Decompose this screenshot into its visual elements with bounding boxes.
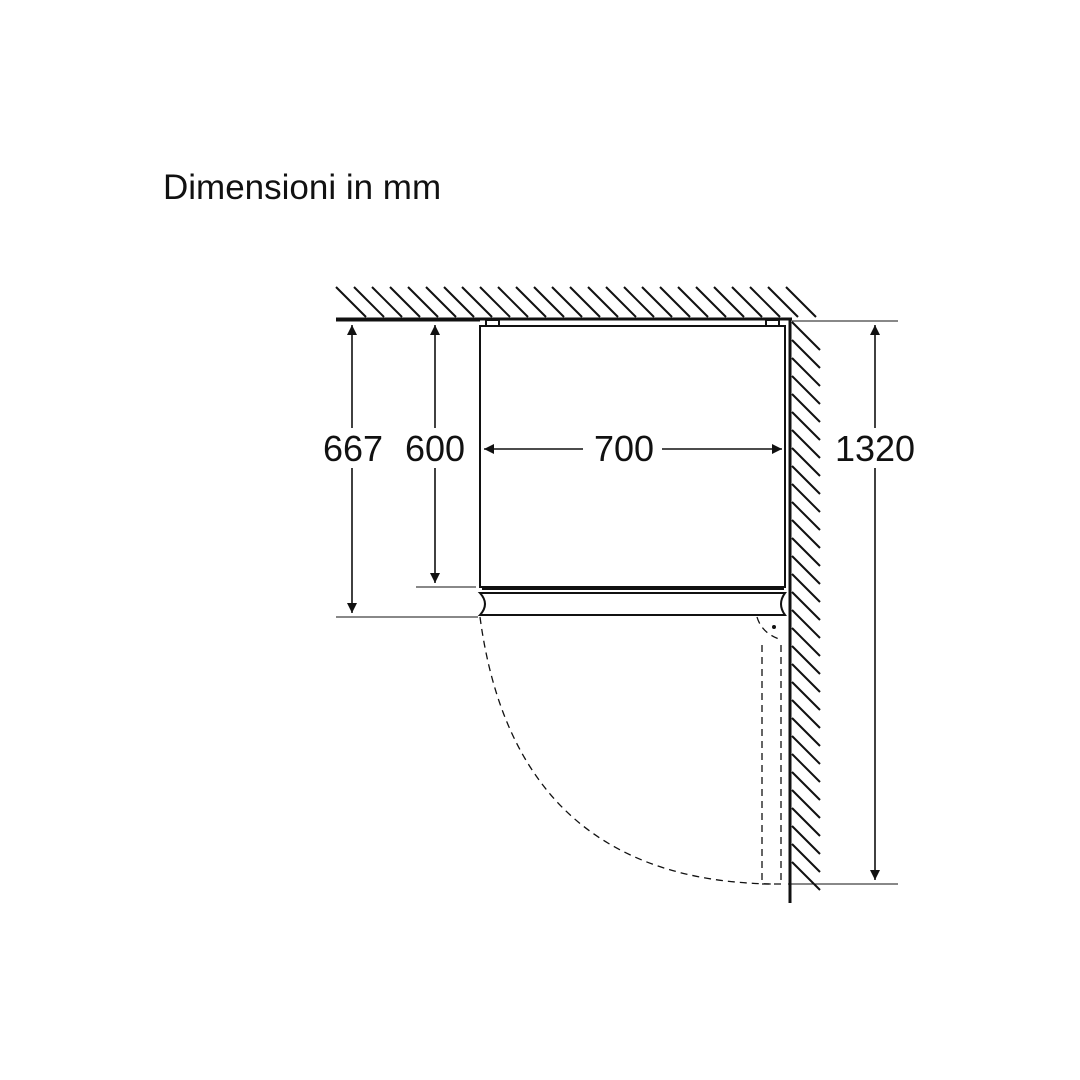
wall-hatch-line (677, 286, 709, 318)
wall-hatch-line (791, 699, 821, 729)
wall-hatch-line (791, 609, 821, 639)
wall-hatch-line (695, 286, 727, 318)
wall-hatch-line (791, 627, 821, 657)
wall-hatch-line (791, 429, 821, 459)
extension-lines (336, 320, 898, 885)
wall-hatch-line (791, 591, 821, 621)
wall-hatch-line (443, 286, 475, 318)
wall-hatch-line (791, 537, 821, 567)
dim-label-overall-depth: 667 (323, 428, 383, 469)
wall-hatch-line (791, 375, 821, 405)
wall-hatch-line (731, 286, 763, 318)
wall-hatch-line (791, 501, 821, 531)
wall-hatch-line (389, 286, 421, 318)
wall-hatch-line (791, 483, 821, 513)
top-wall (335, 286, 817, 321)
wall-hatch-line (791, 357, 821, 387)
wall-hatch-line (767, 286, 799, 318)
wall-hatch-line (605, 286, 637, 318)
wall-hatch-line (569, 286, 601, 318)
wall-hatch-line (791, 411, 821, 441)
door-swing (479, 616, 783, 885)
wall-hatch-line (791, 735, 821, 765)
wall-hatch-line (791, 321, 821, 351)
wall-hatch-line (785, 286, 817, 318)
wall-hatch-line (335, 286, 367, 318)
wall-hatch-line (791, 807, 821, 837)
wall-hatch-line (713, 286, 745, 318)
wall-hatch-line (371, 286, 403, 318)
dim-label-width: 700 (594, 428, 654, 469)
wall-hatch-line (623, 286, 655, 318)
wall-hatch-line (791, 465, 821, 495)
dim-label-body-depth: 600 (405, 428, 465, 469)
wall-hatch-line (461, 286, 493, 318)
wall-hatch-line (791, 573, 821, 603)
right-wall (788, 319, 821, 903)
wall-hatch-line (407, 286, 439, 318)
wall-hatch-line (551, 286, 583, 318)
appliance-door (477, 592, 787, 616)
wall-hatch-line (791, 771, 821, 801)
wall-hatch-line (791, 843, 821, 873)
dim-label-door-open-depth: 1320 (835, 428, 915, 469)
wall-hatch-line (791, 393, 821, 423)
wall-hatch-line (749, 286, 781, 318)
wall-hatch-line (659, 286, 691, 318)
wall-hatch-line (791, 789, 821, 819)
appliance-body (479, 319, 786, 590)
hinge-pivot (772, 625, 776, 629)
wall-hatch-line (791, 753, 821, 783)
wall-hatch-line (791, 519, 821, 549)
wall-hatch-line (791, 825, 821, 855)
wall-hatch-line (791, 339, 821, 369)
wall-hatch-line (425, 286, 457, 318)
wall-hatch-line (353, 286, 385, 318)
wall-hatch-line (791, 663, 821, 693)
wall-hatch-line (791, 645, 821, 675)
wall-hatch-line (791, 447, 821, 477)
wall-hatch-line (515, 286, 547, 318)
dimension-lines (347, 325, 880, 880)
wall-hatch-line (587, 286, 619, 318)
wall-hatch-line (791, 555, 821, 585)
wall-hatch-line (791, 861, 821, 891)
wall-hatch-line (497, 286, 529, 318)
wall-hatch-line (479, 286, 511, 318)
wall-hatch-line (533, 286, 565, 318)
diagram-title: Dimensioni in mm (163, 168, 442, 207)
wall-hatch-line (641, 286, 673, 318)
wall-hatch-line (791, 681, 821, 711)
wall-hatch-line (791, 717, 821, 747)
